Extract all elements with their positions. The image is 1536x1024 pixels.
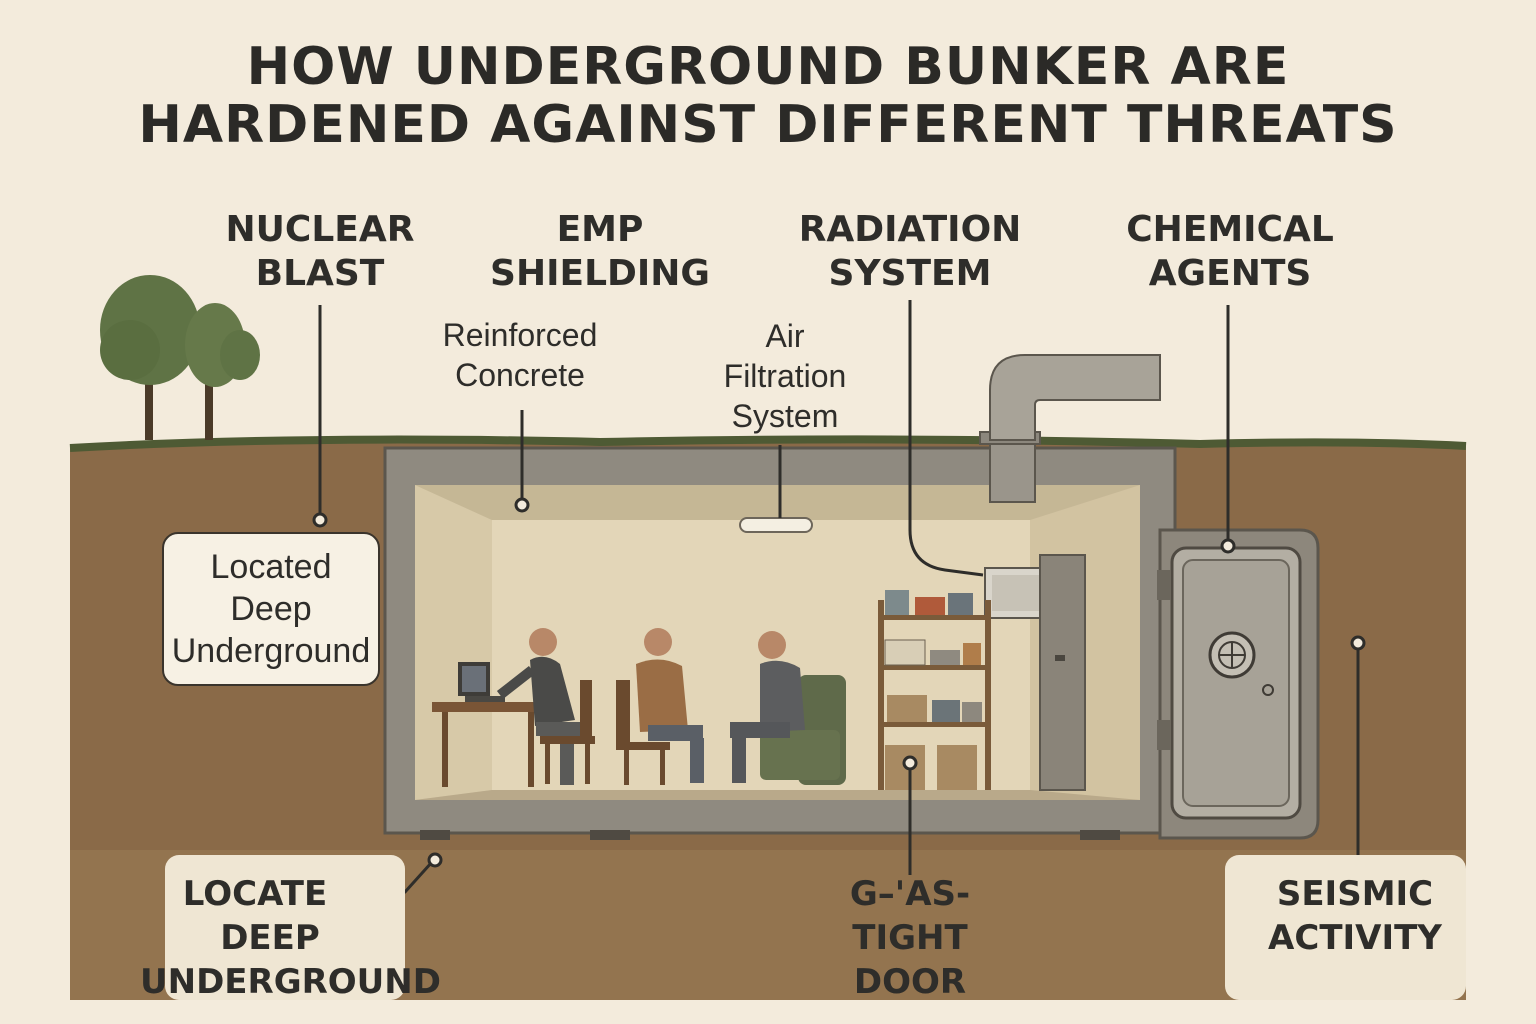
nuclear-line-1: NUCLEAR [225, 209, 415, 250]
concrete-line-1: Reinforced [442, 317, 598, 353]
radiation-line-2: SYSTEM [828, 253, 992, 294]
door-line-3: DOOR [853, 962, 967, 1002]
ventilation-pipe-icon [979, 354, 1161, 503]
person-seated-middle-icon [636, 628, 704, 783]
person-at-laptop-icon [496, 628, 586, 785]
emp-shielding-label: EMP SHIELDING [480, 208, 720, 296]
trees-icon [100, 275, 260, 440]
located-line-3: Underground [171, 632, 371, 670]
locate-line-1: LOCATE [182, 874, 328, 914]
storage-shelf-icon [878, 590, 991, 790]
seismic-line-1: SEISMIC [1276, 874, 1434, 914]
chemical-agents-label: CHEMICAL AGENTS [1110, 208, 1350, 296]
seismic-line-2: ACTIVITY [1268, 918, 1442, 958]
gas-tight-door-label: G–'AS- TIGHT DOOR [810, 872, 1010, 1004]
chemical-line-2: AGENTS [1148, 253, 1312, 294]
chair-2-icon [616, 680, 670, 785]
chemical-line-1: CHEMICAL [1126, 209, 1334, 250]
vault-door-icon [1157, 546, 1302, 820]
leader-lines [318, 300, 1360, 894]
air-line-3: System [731, 398, 839, 434]
person-armchair-icon [730, 631, 805, 783]
chair-1-icon [540, 680, 595, 784]
door-line-1: G–'AS- [849, 874, 971, 914]
locate-deep-underground-label: LOCATE DEEP UNDERGROUND [140, 872, 441, 1004]
seismic-activity-label: SEISMIC ACTIVITY [1255, 872, 1455, 960]
desk-with-laptop-icon [432, 662, 542, 787]
emp-line-1: EMP [556, 209, 644, 250]
door-line-2: TIGHT [852, 918, 968, 958]
air-line-2: Filtration [723, 358, 847, 394]
air-line-1: Air [765, 318, 805, 354]
concrete-line-2: Concrete [455, 357, 585, 393]
nuclear-line-2: BLAST [255, 253, 385, 294]
located-deep-underground-box: Located Deep Underground [162, 532, 380, 686]
locate-line-3: UNDERGROUND [140, 962, 441, 1002]
diagram-title: HOW UNDERGROUND BUNKER ARE HARDENED AGAI… [0, 38, 1536, 154]
ceiling-light-icon [739, 517, 813, 533]
locate-label-panel [165, 855, 405, 1000]
radiation-system-label: RADIATION SYSTEM [790, 208, 1030, 296]
located-line-2: Deep [230, 590, 312, 628]
reinforced-concrete-label: Reinforced Concrete [410, 315, 630, 395]
air-filtration-label: Air Filtration System [690, 316, 880, 436]
ground-grass-line [69, 435, 1467, 452]
leader-dots [312, 497, 1366, 868]
located-line-1: Located [210, 548, 332, 586]
title-line-1: HOW UNDERGROUND BUNKER ARE [246, 37, 1290, 97]
emp-line-2: SHIELDING [490, 253, 710, 294]
radiation-line-1: RADIATION [798, 209, 1022, 250]
seismic-label-panel [1225, 855, 1466, 1000]
nuclear-blast-label: NUCLEAR BLAST [220, 208, 420, 296]
locate-line-2: DEEP [220, 918, 320, 958]
title-line-2: HARDENED AGAINST DIFFERENT THREATS [138, 95, 1398, 155]
inner-door-icon [1039, 554, 1086, 791]
armchair-icon [760, 675, 846, 785]
